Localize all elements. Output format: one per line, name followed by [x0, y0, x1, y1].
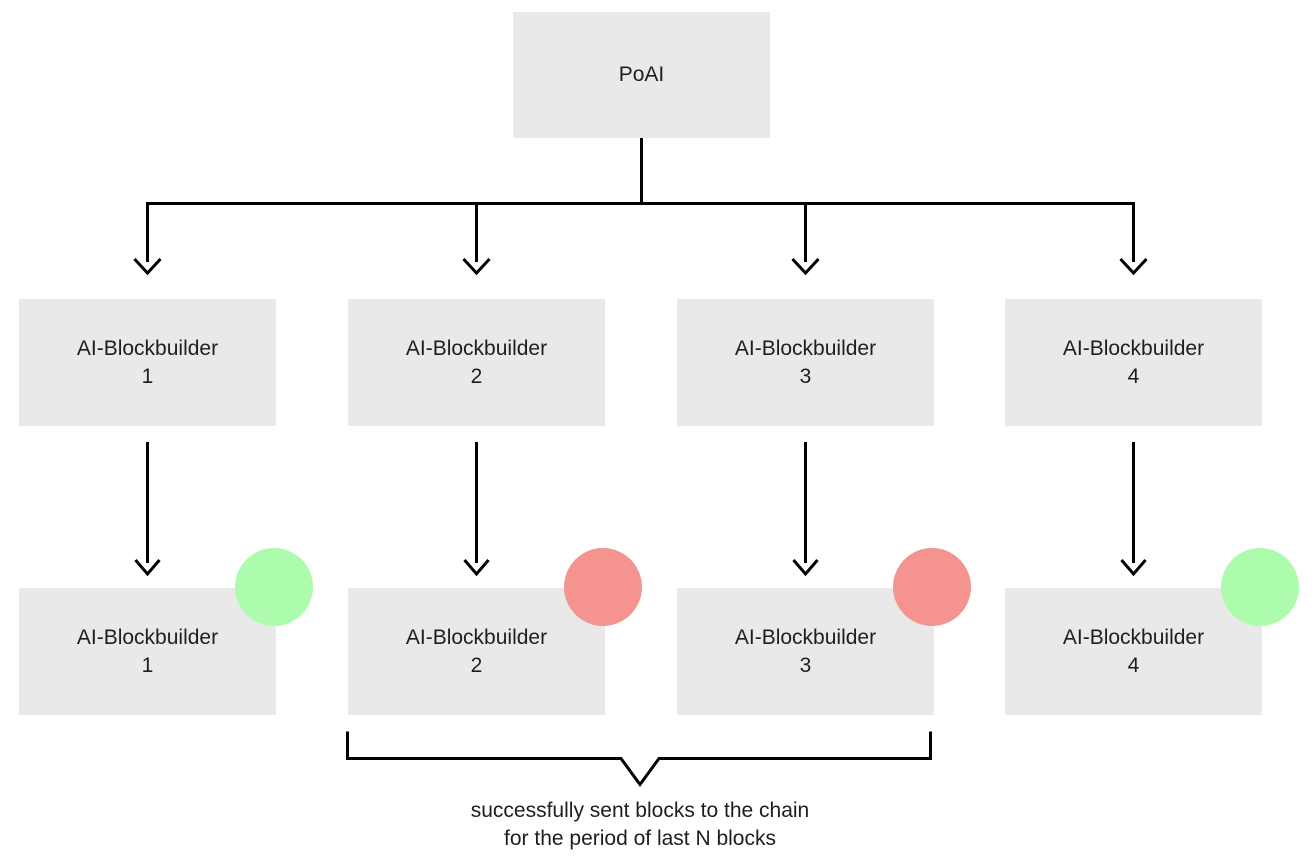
node-number: 3	[799, 653, 812, 677]
root-node-poai: PoAI	[513, 12, 770, 138]
node-label: AI-Blockbuilder	[734, 625, 877, 649]
node-label: AI-Blockbuilder	[405, 625, 548, 649]
node-number: 4	[1127, 364, 1140, 388]
status-dot-success-1	[235, 548, 313, 626]
node-number: 1	[141, 653, 154, 677]
brace-caption: successfully sent blocks to the chain fo…	[290, 797, 990, 853]
node-number: 2	[470, 653, 483, 677]
builder-arrowhead-3	[792, 559, 819, 577]
drop-arrowhead-3	[791, 257, 820, 276]
blockbuilder-node-2: AI-Blockbuilder 2	[348, 299, 605, 426]
node-number: 3	[799, 364, 812, 388]
builder-arrowhead-1	[134, 559, 161, 577]
node-label: AI-Blockbuilder	[734, 336, 877, 360]
node-label: AI-Blockbuilder	[76, 625, 219, 649]
node-number: 1	[141, 364, 154, 388]
result-node-4: AI-Blockbuilder 4	[1005, 588, 1262, 715]
brace-caption-line-2: for the period of last N blocks	[504, 827, 776, 850]
node-label: AI-Blockbuilder	[1062, 625, 1205, 649]
node-number: 2	[470, 364, 483, 388]
node-number: 4	[1127, 653, 1140, 677]
builder-arrowhead-2	[463, 559, 490, 577]
drop-arrowhead-2	[462, 257, 491, 276]
node-label: AI-Blockbuilder	[405, 336, 548, 360]
drop-arrowhead-1	[133, 257, 162, 276]
blockbuilder-node-1: AI-Blockbuilder 1	[19, 299, 276, 426]
tree-connectors	[133, 137, 1148, 788]
status-dot-failure-2	[564, 548, 642, 626]
result-node-3: AI-Blockbuilder 3	[677, 588, 934, 715]
node-label: AI-Blockbuilder	[76, 336, 219, 360]
result-node-2: AI-Blockbuilder 2	[348, 588, 605, 715]
brace-caption-line-1: successfully sent blocks to the chain	[470, 799, 810, 822]
builder-arrowhead-4	[1120, 559, 1147, 577]
curly-brace	[346, 731, 932, 788]
node-label: AI-Blockbuilder	[1062, 336, 1205, 360]
status-dot-failure-3	[893, 548, 971, 626]
blockbuilder-node-3: AI-Blockbuilder 3	[677, 299, 934, 426]
status-dot-success-4	[1221, 548, 1299, 626]
root-node-label: PoAI	[618, 63, 665, 86]
result-node-1: AI-Blockbuilder 1	[19, 588, 276, 715]
drop-arrowhead-4	[1119, 257, 1148, 276]
blockbuilder-node-4: AI-Blockbuilder 4	[1005, 299, 1262, 426]
